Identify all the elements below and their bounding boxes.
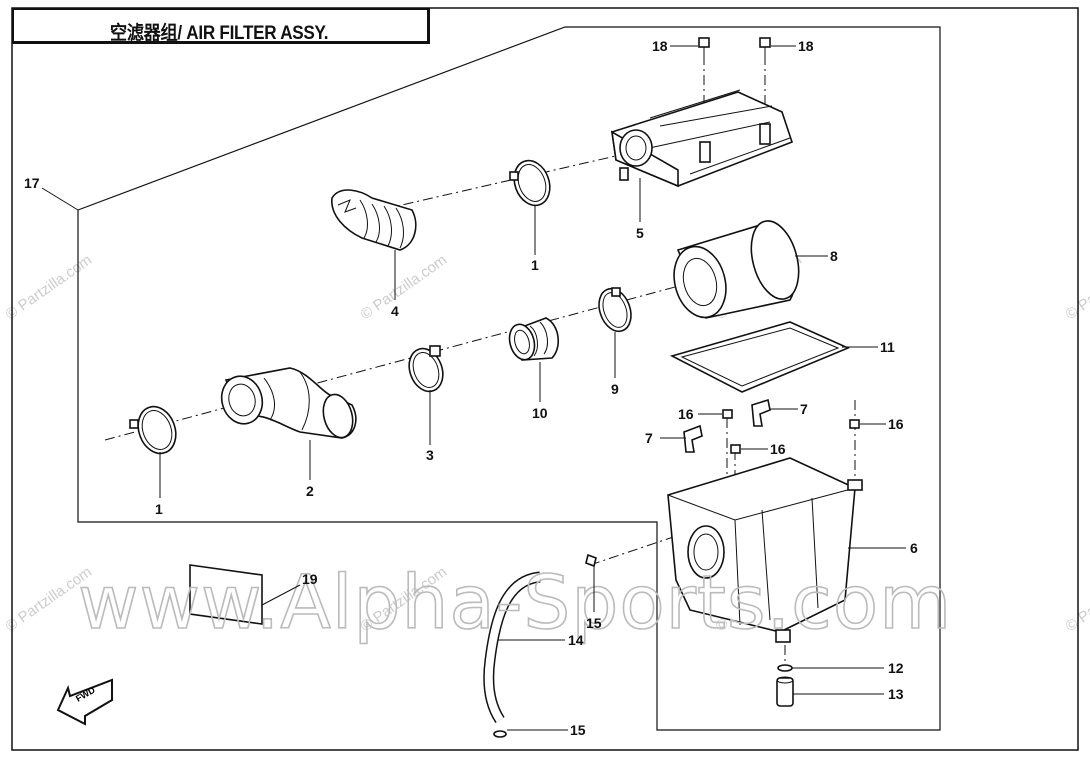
callout-9: 9 xyxy=(611,381,619,397)
callout-5: 5 xyxy=(636,225,644,241)
part-1-clamp-upper xyxy=(509,159,551,207)
watermark-1: © Partzilla.com xyxy=(3,251,96,323)
part-6-airbox-lower xyxy=(667,457,863,643)
callout-13: 13 xyxy=(888,686,904,702)
part-3-clamp xyxy=(408,345,444,393)
callout-3: 3 xyxy=(426,447,434,463)
callout-15-lower: 15 xyxy=(570,722,586,738)
diagram-title: 空滤器组/ AIR FILTER ASSY. xyxy=(110,23,329,44)
callout-16-a: 16 xyxy=(678,406,694,422)
callout-17: 17 xyxy=(24,175,40,191)
part-10-coupler xyxy=(508,317,559,361)
callout-18-left: 18 xyxy=(652,38,668,54)
fwd-arrow: FWD xyxy=(56,678,113,726)
callout-12: 12 xyxy=(888,660,904,676)
part-1-clamp-lower xyxy=(129,405,177,455)
callout-15-upper: 15 xyxy=(586,615,602,631)
callout-16-b: 16 xyxy=(770,441,786,457)
leader-lines xyxy=(41,45,906,731)
part-5-airbox-cover xyxy=(610,89,794,188)
callout-4: 4 xyxy=(391,303,399,319)
part-4-inlet-boot xyxy=(331,189,417,251)
part-18-bolts xyxy=(698,37,771,58)
site-watermark: www.Alpha-Sports.com xyxy=(78,560,952,646)
callout-18-right: 18 xyxy=(798,38,814,54)
callout-7-right: 7 xyxy=(800,401,808,417)
callout-16-c: 16 xyxy=(888,416,904,432)
part-19-label-sheet xyxy=(189,564,263,625)
part-9-clamp xyxy=(598,287,632,333)
part-12-13-drain xyxy=(776,664,794,707)
callout-1-upper: 1 xyxy=(531,257,539,273)
callout-6: 6 xyxy=(910,540,918,556)
part-2-intake-duct xyxy=(220,367,357,439)
outer-frame xyxy=(11,7,1079,751)
part-7-16-fittings xyxy=(683,398,860,454)
callout-10: 10 xyxy=(532,405,548,421)
callout-1-lower: 1 xyxy=(155,501,163,517)
callout-labels: 1 2 3 4 1 5 8 9 10 11 16 7 7 16 16 6 18 … xyxy=(24,38,918,738)
part-8-filter-element xyxy=(673,220,800,319)
part-11-gasket xyxy=(669,321,851,393)
title-box: 空滤器组/ AIR FILTER ASSY. xyxy=(12,8,430,44)
watermark-4: © Partzilla.com xyxy=(1063,251,1090,323)
assembly-outline xyxy=(77,26,941,731)
watermark-8: © Partzilla.com xyxy=(1063,563,1090,635)
callout-14: 14 xyxy=(568,632,584,648)
callout-7-left: 7 xyxy=(645,430,653,446)
callout-19: 19 xyxy=(302,571,318,587)
watermark-2: © Partzilla.com xyxy=(358,251,451,323)
callout-2: 2 xyxy=(306,483,314,499)
callout-8: 8 xyxy=(830,248,838,264)
callout-11: 11 xyxy=(880,339,895,355)
